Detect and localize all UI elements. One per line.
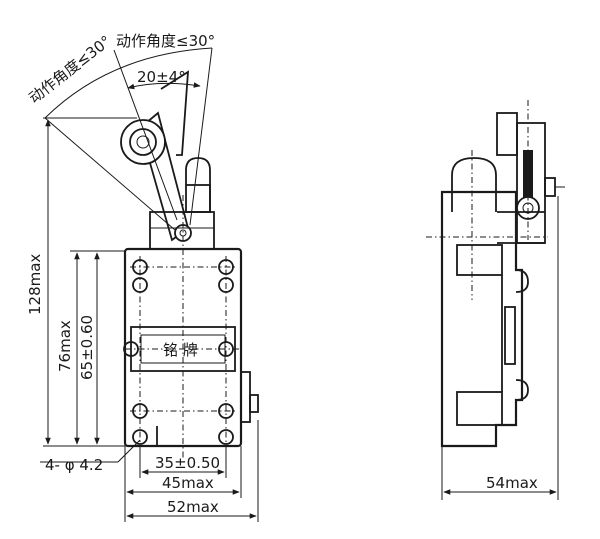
side-view — [426, 100, 565, 448]
nameplate-label: 铭 牌 — [163, 341, 198, 359]
front-view: 铭 牌 — [120, 70, 259, 460]
lever-tab — [160, 70, 190, 156]
dim-54-label: 54max — [486, 474, 538, 492]
angle-mid-label: 20±4° — [137, 68, 186, 86]
holes-callout: 4- φ 4.2 — [40, 439, 141, 474]
side-body — [440, 190, 524, 448]
dim-35-label: 35±0.50 — [155, 454, 220, 472]
switch-head — [149, 211, 215, 250]
roller-outer — [120, 119, 166, 165]
dim-45-label: 45max — [162, 474, 214, 492]
angle-left-label: 动作角度≤30° — [25, 32, 114, 107]
vertical-dimensions: 128max 76max 65±0.60 — [26, 117, 137, 447]
horizontal-dimensions: 35±0.50 45max 52max — [124, 420, 259, 522]
dim-65-label: 65±0.60 — [78, 315, 96, 380]
dim-128-label: 128max — [26, 254, 44, 315]
dim-76-label: 76max — [56, 320, 74, 372]
holes-label: 4- φ 4.2 — [45, 456, 103, 474]
roller-inner — [136, 135, 150, 149]
conduit-entry — [240, 371, 251, 423]
side-dimension: 54max — [441, 196, 559, 500]
angle-right-label: 动作角度≤30° — [116, 32, 215, 50]
side-lever-bar — [523, 150, 533, 208]
dim-52-label: 52max — [167, 498, 219, 516]
